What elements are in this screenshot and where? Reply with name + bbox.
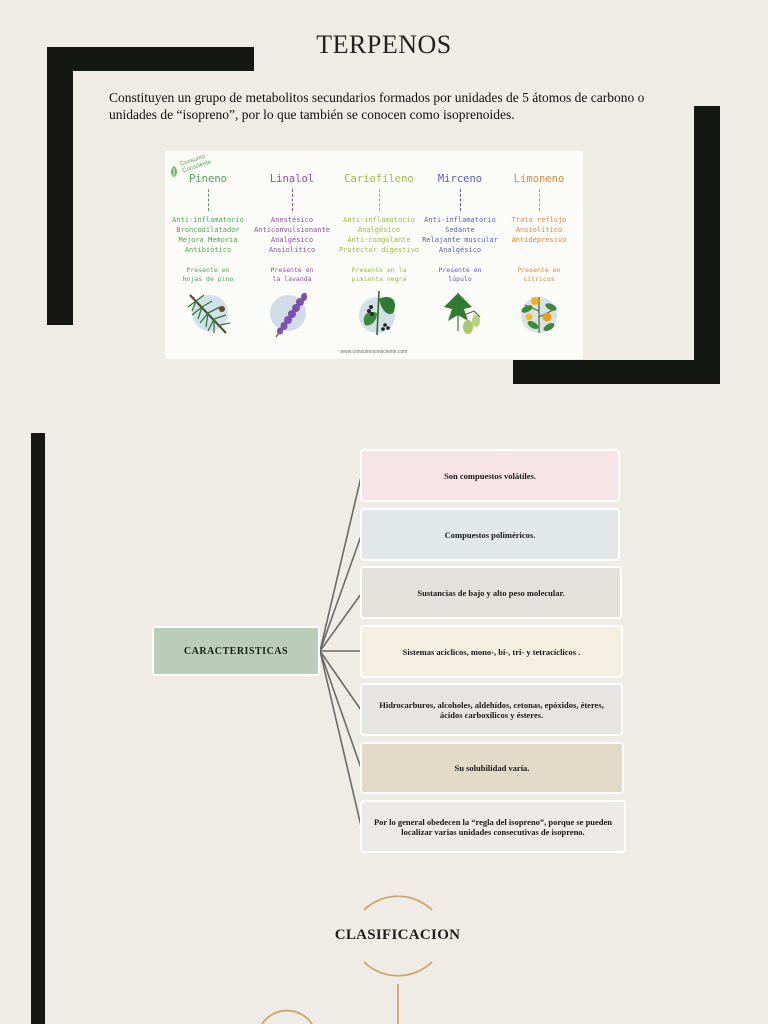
- pine-branch-icon: [187, 294, 231, 334]
- origin-line: la lavanda: [272, 274, 312, 283]
- intro-paragraph: Constituyen un grupo de metabolitos secu…: [109, 90, 645, 122]
- dashed-connector: [539, 189, 540, 211]
- origin-line: cítricos: [523, 274, 555, 283]
- characteristic-box-5: Hidrocarburos, alcoholes, aldehídos, cet…: [360, 683, 623, 736]
- dashed-connector: [379, 189, 380, 211]
- page-title: TERPENOS: [316, 30, 452, 59]
- property: Ansiolítico: [268, 246, 316, 254]
- characteristic-box-2: Compuestos poliméricos.: [360, 508, 620, 561]
- terpenes-infographic: Consumo Consciente Pineno Anti-inflamato…: [165, 151, 583, 359]
- property: Anti-inflamatorio: [172, 216, 244, 224]
- terpene-name: Linalol: [269, 173, 315, 185]
- left-timeline-bar: [31, 433, 45, 1024]
- terpene-name: Cariofileno: [344, 173, 414, 185]
- origin-line: Presente en: [186, 266, 230, 274]
- property: Analgésico: [357, 226, 401, 234]
- origin-line: pimienta negra: [351, 274, 407, 283]
- terpene-origin: Presente en lúpulo: [417, 266, 503, 283]
- frame-bottom-right-horizontal: [513, 360, 720, 384]
- origin-line: hojas de pino: [182, 274, 234, 283]
- property: Ansiolítico: [515, 226, 563, 234]
- frame-right-vertical: [694, 106, 720, 384]
- property: Analgésico: [438, 246, 482, 254]
- connector-line: [319, 593, 362, 652]
- frame-top-left-vertical: [47, 47, 73, 325]
- property: Sedante: [445, 226, 475, 234]
- property: Mejora Memoria: [178, 236, 238, 244]
- characteristic-box-4: Sistemas acíclicos, mono-, bi-, tri- y t…: [360, 625, 623, 678]
- terpene-origin: Presente en la pimienta negra: [336, 266, 422, 283]
- property: Antibiótico: [184, 246, 232, 254]
- terpene-properties: Anestésico Anticonvulsionante Analgésico…: [243, 215, 341, 255]
- hops-icon: [444, 293, 481, 334]
- classification-title: CLASIFICACION: [334, 927, 461, 943]
- property: Anti-coagulante: [347, 236, 411, 244]
- gold-arc-lower: [261, 1009, 313, 1024]
- connector-line: [319, 650, 362, 827]
- frame-top-left-horizontal: [47, 47, 254, 71]
- gold-arc-top: [363, 895, 433, 911]
- connector-line: [319, 535, 362, 652]
- connector-line: [319, 650, 362, 769]
- dashed-connector: [208, 189, 209, 211]
- infographic-website: www.consumoconsciente.com: [340, 349, 408, 355]
- characteristic-box-7: Por lo general obedecen la “regla del is…: [360, 800, 626, 853]
- property: Broncodilatador: [176, 226, 240, 234]
- characteristic-box-6: Su solubilidad varía.: [360, 742, 624, 794]
- citrus-icon: [521, 297, 557, 333]
- terpene-properties: Trata reflujo Ansiolítico Antidepresivo: [490, 215, 588, 245]
- property: Protector digestivo: [338, 246, 420, 254]
- gold-arc-bottom: [363, 961, 433, 977]
- black-pepper-icon: [359, 290, 396, 336]
- property: Antidepresivo: [511, 236, 567, 244]
- origin-line: lúpulo: [448, 274, 472, 283]
- terpene-name: Limoneno: [513, 173, 565, 185]
- property: Relajante muscular: [422, 236, 498, 244]
- characteristic-box-3: Sustancias de bajo y alto peso molecular…: [360, 566, 622, 619]
- dashed-connector: [292, 189, 293, 211]
- terpene-origin: Presente en hojas de pino: [165, 266, 251, 283]
- property: Anti-inflamatorio: [424, 216, 496, 224]
- connector-line: [319, 650, 362, 711]
- terpene-name: Mirceno: [437, 173, 483, 185]
- property: Analgésico: [270, 236, 314, 244]
- terpene-properties: Anti-inflamatorio Sedante Relajante musc…: [411, 215, 509, 255]
- origin-line: Presente en la: [351, 266, 407, 274]
- terpene-properties: Anti-inflamatorio Analgésico Anti-coagul…: [330, 215, 428, 255]
- terpene-origin: Presente en la lavanda: [249, 266, 335, 283]
- dashed-connector: [460, 189, 461, 211]
- origin-line: Presente en: [270, 266, 314, 274]
- terpene-properties: Anti-inflamatorio Broncodilatador Mejora…: [159, 215, 257, 255]
- origin-line: Presente en: [438, 266, 482, 274]
- property: Anestésico: [270, 216, 314, 224]
- characteristics-hub: CARACTERISTICAS: [152, 626, 320, 676]
- terpene-name: Pineno: [189, 173, 227, 185]
- property: Anti-inflamatorio: [343, 216, 415, 224]
- property: Anticonvulsionante: [254, 226, 330, 234]
- origin-line: Presente en: [517, 266, 561, 274]
- lavender-icon: [270, 292, 307, 338]
- property: Trata reflujo: [511, 216, 567, 224]
- characteristic-box-1: Son compuestos volátiles.: [360, 449, 620, 502]
- terpene-origin: Presente en cítricos: [496, 266, 582, 283]
- connector-line: [319, 476, 362, 652]
- leaf-logo-icon: [171, 166, 177, 178]
